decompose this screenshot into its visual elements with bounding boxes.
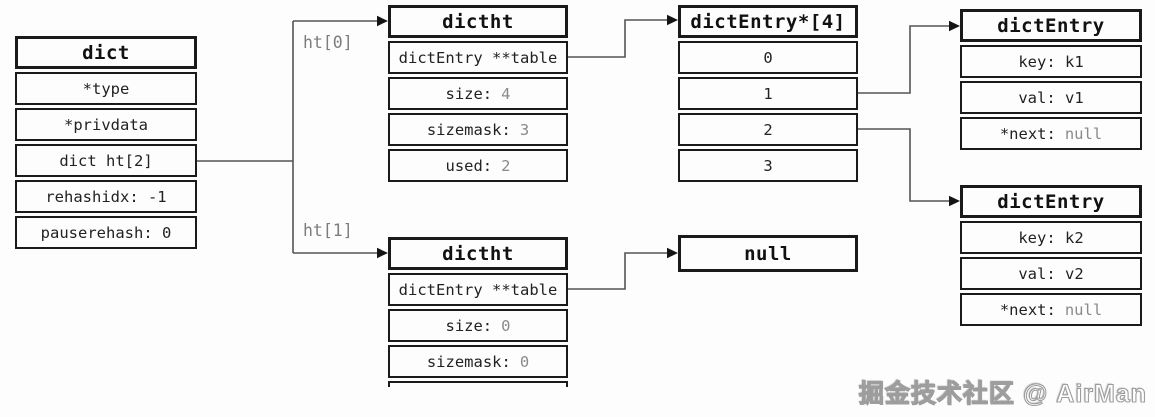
dictentry-k1-box: dictEntry key: k1 val: v1 *next:null [960,9,1142,150]
dictentry-array-title: dictEntry*[4] [678,5,858,38]
dict-row-pauserehash: pauserehash: 0 [15,216,197,249]
array-slot-1: 1 [678,77,858,110]
array-slot-2: 2 [678,113,858,146]
dictht1-title: dictht [388,237,568,270]
entry2-row-next: *next:null [960,293,1142,326]
arrowhead-null [667,247,678,259]
entry2-row-key: key: k2 [960,221,1142,254]
line-table1-to-null [568,252,667,290]
dictht1-row-table: dictEntry **table [388,273,568,306]
dictht0-row-size: size:4 [388,77,568,110]
arrowhead-ht1 [377,247,388,259]
dictht1-row-size: size:0 [388,309,568,342]
arrowhead-array [667,14,678,26]
entry1-row-key: key: k1 [960,45,1142,78]
dict-row-type: *type [15,72,197,105]
dict-row-ht: dict ht[2] [15,144,197,177]
arrowhead-entry2 [949,195,960,207]
entry1-row-next: *next:null [960,117,1142,150]
line-slot2-to-entry2 [858,128,949,202]
array-slot-3: 3 [678,149,858,182]
line-slot1-to-entry1 [858,25,949,94]
dictht1-box: dictht dictEntry **table size:0 sizemask… [388,237,568,387]
line-table0-to-array [568,19,667,58]
array-slot-0: 0 [678,41,858,74]
dict-row-rehashidx: rehashidx: -1 [15,180,197,213]
dictht0-row-sizemask: sizemask:3 [388,113,568,146]
dict-row-privdata: *privdata [15,108,197,141]
dictentry-k1-title: dictEntry [960,9,1142,42]
ht1-pointer-label: ht[1] [303,221,353,240]
dictht0-row-used: used:2 [388,149,568,182]
arrowhead-entry1 [949,20,960,32]
arrowhead-ht0 [377,15,388,27]
entry1-row-val: val: v1 [960,81,1142,114]
null-box-title: null [678,235,858,272]
dict-box: dict *type *privdata dict ht[2] rehashid… [15,36,197,249]
dictentry-k2-title: dictEntry [960,185,1142,218]
dictentry-array-box: dictEntry*[4] 0 1 2 3 [678,5,858,182]
watermark-text: 掘金技术社区 @ AirMan [858,379,1147,408]
null-box: null [678,235,858,272]
dictentry-k2-box: dictEntry key: k2 val: v2 *next:null [960,185,1142,326]
dictht1-row-sizemask: sizemask:0 [388,345,568,378]
dict-title: dict [15,36,197,69]
ht0-pointer-label: ht[0] [303,33,353,52]
entry2-row-val: val: v2 [960,257,1142,290]
dictht0-row-table: dictEntry **table [388,41,568,74]
dictht0-box: dictht dictEntry **table size:4 sizemask… [388,5,568,182]
dictht1-row-cutoff [388,381,568,387]
dictht0-title: dictht [388,5,568,38]
